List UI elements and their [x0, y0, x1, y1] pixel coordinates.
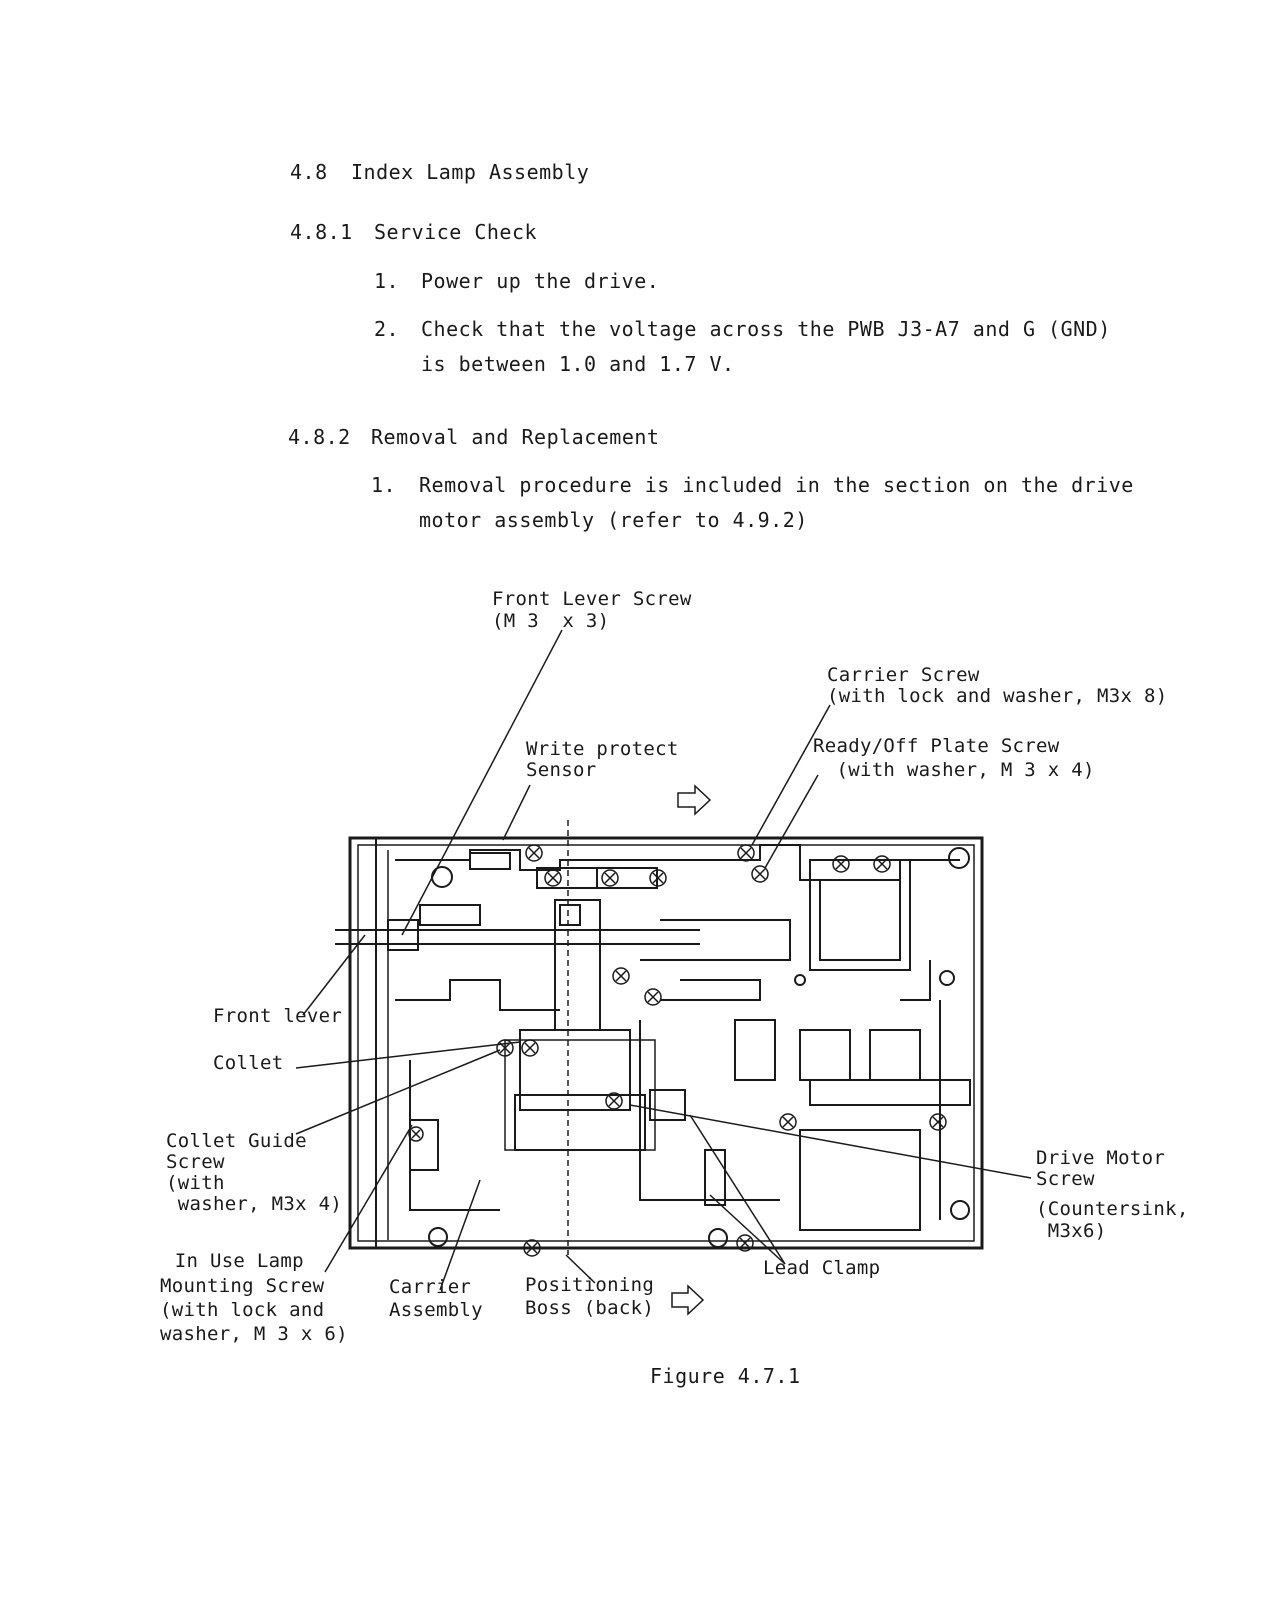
section-number: 4.8	[290, 160, 328, 184]
subsection2-number: 4.8.2	[288, 425, 351, 449]
positioning-boss-label-2: Boss (back)	[525, 1297, 655, 1319]
collet-label: Collet	[213, 1052, 284, 1074]
step-text: Power up the drive.	[421, 269, 660, 293]
in-use-lamp-screw-label-3: (with lock and	[160, 1299, 325, 1321]
step-text: is between 1.0 and 1.7 V.	[421, 352, 735, 376]
drive-motor-screw-spec: (Countersink,	[1036, 1198, 1189, 1220]
positioning-boss-label: Positioning	[525, 1274, 655, 1296]
in-use-lamp-screw-spec: washer, M 3 x 6)	[160, 1323, 348, 1345]
carrier-screw-spec: (with lock and washer, M3x 8)	[827, 685, 1168, 707]
subsection2-title: Removal and Replacement	[371, 425, 660, 449]
step-text: Check that the voltage across the PWB J3…	[421, 317, 1111, 341]
collet-guide-screw-label-3: (with	[166, 1172, 225, 1194]
step-number: 2.	[374, 317, 400, 341]
ready-off-plate-screw-spec: (with washer, M 3 x 4)	[813, 759, 1095, 781]
front-lever-screw-label: Front Lever Screw	[492, 588, 692, 610]
section-title: Index Lamp Assembly	[351, 160, 590, 184]
carrier-assembly-label: Carrier	[389, 1276, 472, 1298]
carrier-screw-label: Carrier Screw	[827, 664, 980, 686]
step-text: Removal procedure is included in the sec…	[419, 473, 1134, 497]
figure-caption: Figure 4.7.1	[650, 1364, 801, 1388]
collet-guide-screw-spec: washer, M3x 4)	[166, 1193, 343, 1215]
subsection1-title: Service Check	[374, 220, 538, 244]
write-protect-sensor-label: Write protect	[526, 738, 679, 760]
drive-motor-screw-spec-2: M3x6)	[1036, 1220, 1107, 1242]
front-lever-screw-spec: (M 3 x 3)	[492, 610, 610, 632]
lead-clamp-label: Lead Clamp	[763, 1257, 881, 1279]
step-number: 1.	[371, 473, 397, 497]
collet-guide-screw-label-2: Screw	[166, 1151, 225, 1173]
in-use-lamp-screw-label: In Use Lamp	[163, 1250, 304, 1272]
front-lever-label: Front lever	[213, 1005, 343, 1027]
write-protect-sensor-label-2: Sensor	[526, 759, 597, 781]
drive-motor-screw-label: Drive Motor	[1036, 1147, 1166, 1169]
drive-motor-screw-label-2: Screw	[1036, 1168, 1095, 1190]
carrier-assembly-label-2: Assembly	[389, 1299, 483, 1321]
in-use-lamp-screw-label-2: Mounting Screw	[160, 1275, 325, 1297]
step-text: motor assembly (refer to 4.9.2)	[419, 508, 808, 532]
collet-guide-screw-label: Collet Guide	[166, 1130, 307, 1152]
subsection1-number: 4.8.1	[290, 220, 353, 244]
step-number: 1.	[374, 269, 400, 293]
ready-off-plate-screw-label: Ready/Off Plate Screw	[813, 735, 1060, 757]
